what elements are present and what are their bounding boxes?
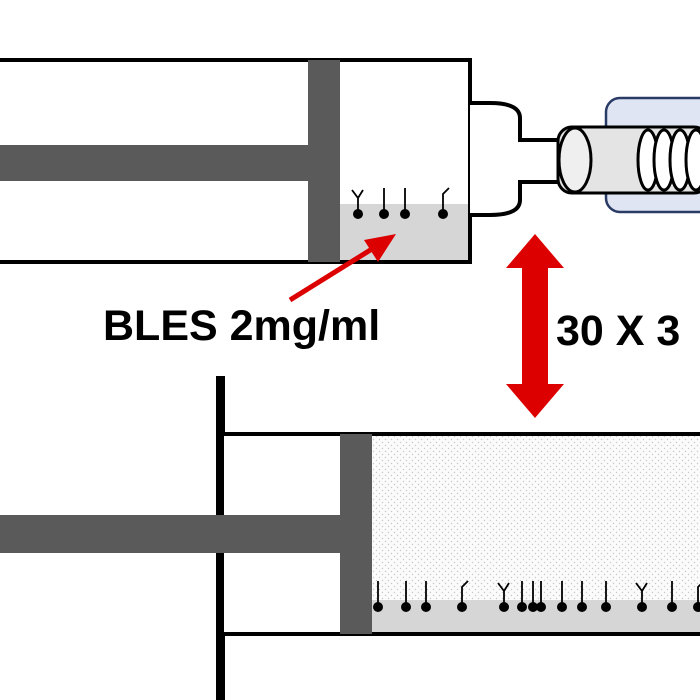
surfactant-molecule-icon bbox=[457, 580, 469, 612]
top-syringe bbox=[0, 58, 562, 264]
surfactant-molecule-icon bbox=[536, 581, 546, 612]
surfactant-molecule-icon bbox=[557, 581, 567, 612]
surfactant-molecule-icon bbox=[601, 581, 611, 612]
red-double-headed-arrow-icon bbox=[506, 234, 564, 418]
bottom-plunger-rod bbox=[0, 515, 345, 553]
surfactant-molecule-icon bbox=[351, 189, 364, 219]
bottom-syringe bbox=[0, 376, 700, 700]
top-syringe-nozzle bbox=[470, 101, 562, 217]
bottom-surfactant-molecules bbox=[373, 580, 700, 612]
bottom-syringe-foam bbox=[372, 436, 700, 600]
surfactant-molecule-icon bbox=[401, 581, 411, 612]
concentration-label: BLES 2mg/ml bbox=[103, 302, 380, 350]
surfactant-molecule-icon bbox=[379, 188, 389, 219]
surfactant-molecule-icon bbox=[497, 582, 510, 612]
luer-connector bbox=[556, 96, 700, 214]
surfactant-molecule-icon bbox=[421, 581, 431, 612]
top-surfactant-molecules bbox=[351, 187, 450, 219]
surfactant-molecule-icon bbox=[693, 583, 700, 612]
top-plunger-head bbox=[308, 60, 340, 262]
surfactant-molecule-icon bbox=[373, 581, 383, 612]
surfactant-molecule-icon bbox=[667, 581, 677, 612]
surfactant-molecule-icon bbox=[438, 187, 450, 219]
surfactant-molecule-icon bbox=[577, 581, 587, 612]
repetitions-label: 30 X 3 bbox=[556, 307, 680, 355]
surfactant-molecule-icon bbox=[635, 582, 648, 612]
surfactant-molecule-icon bbox=[528, 581, 538, 612]
surfactant-molecule-icon bbox=[400, 188, 410, 219]
bottom-plunger-head bbox=[340, 434, 372, 634]
surfactant-molecule-icon bbox=[517, 581, 527, 612]
red-pointer-arrow-icon bbox=[288, 234, 396, 303]
